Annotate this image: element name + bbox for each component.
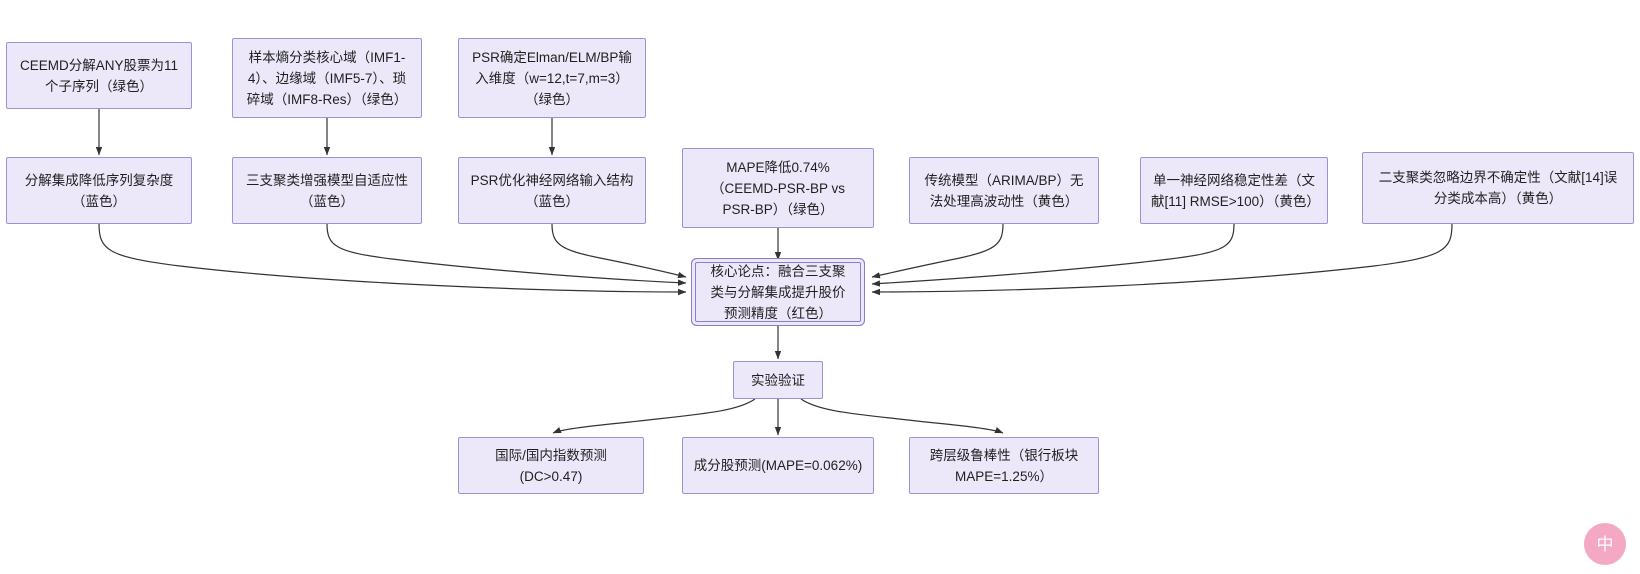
node-single-nn-instability-gap[interactable]: 单一神经网络稳定性差（文献[11] RMSE>100）（黄色） (1140, 157, 1328, 224)
edge-n12-n15 (800, 398, 1004, 434)
watermark-badge: 中 (1584, 523, 1626, 565)
node-result-constituent-stock-forecast[interactable]: 成分股预测(MAPE=0.062%) (682, 437, 874, 494)
node-psr-optimizes-nn-input[interactable]: PSR优化神经网络输入结构（蓝色） (458, 157, 646, 224)
node-label: 分解集成降低序列复杂度（蓝色） (24, 172, 174, 209)
node-experimental-validation[interactable]: 实验验证 (733, 361, 823, 399)
node-label: 核心论点：融合三支聚类与分解集成提升股价预测精度（红色） (710, 263, 846, 321)
node-mape-reduction-evidence[interactable]: MAPE降低0.74%（CEEMD-PSR-BP vs PSR-BP）（绿色） (682, 148, 874, 228)
node-label: 国际/国内指数预测(DC>0.47) (495, 447, 607, 484)
node-label: 跨层级鲁棒性（银行板块MAPE=1.25%） (929, 447, 1079, 484)
node-two-way-clustering-gap[interactable]: 二支聚类忽略边界不确定性（文献[14]误分类成本高）（黄色） (1362, 152, 1634, 224)
node-label: 单一神经网络稳定性差（文献[11] RMSE>100）（黄色） (1151, 172, 1320, 209)
node-label: 三支聚类增强模型自适应性（蓝色） (246, 172, 408, 209)
edge-n10-n11 (871, 223, 1453, 296)
node-label: 二支聚类忽略边界不确定性（文献[14]误分类成本高）（黄色） (1378, 170, 1618, 206)
edge-n5-n11 (326, 223, 687, 286)
node-psr-input-dimension[interactable]: PSR确定Elman/ELM/BP输入维度（w=12,t=7,m=3）（绿色） (458, 38, 646, 118)
edge-n9-n11 (871, 223, 1235, 287)
node-result-index-forecast[interactable]: 国际/国内指数预测(DC>0.47) (458, 437, 644, 494)
node-traditional-model-gap[interactable]: 传统模型（ARIMA/BP）无法处理高波动性（黄色） (909, 157, 1099, 224)
node-ceemd-decomposition[interactable]: CEEMD分解ANY股票为11个子序列（绿色） (6, 42, 192, 109)
node-label: 实验验证 (751, 372, 805, 388)
edge-n12-n13 (552, 398, 756, 434)
edge-n4-n11 (98, 223, 687, 296)
node-label: 传统模型（ARIMA/BP）无法处理高波动性（黄色） (924, 172, 1084, 209)
node-label: 样本熵分类核心域（IMF1-4）、边缘域（IMF5-7）、琐碎域（IMF8-Re… (246, 49, 408, 107)
node-result-cross-level-robustness[interactable]: 跨层级鲁棒性（银行板块MAPE=1.25%） (909, 437, 1099, 494)
node-label: 成分股预测(MAPE=0.062%) (693, 458, 863, 473)
node-three-way-clustering-adaptivity[interactable]: 三支聚类增强模型自适应性（蓝色） (232, 157, 422, 224)
node-label: PSR优化神经网络输入结构（蓝色） (470, 172, 634, 209)
node-decomposition-reduces-complexity[interactable]: 分解集成降低序列复杂度（蓝色） (6, 157, 192, 224)
edge-n6-n11 (551, 223, 687, 279)
node-label: MAPE降低0.74%（CEEMD-PSR-BP vs PSR-BP）（绿色） (710, 159, 846, 217)
node-core-claim[interactable]: 核心论点：融合三支聚类与分解集成提升股价预测精度（红色） (695, 262, 861, 322)
node-label: CEEMD分解ANY股票为11个子序列（绿色） (19, 57, 179, 94)
edge-n8-n11 (871, 223, 1004, 279)
node-sample-entropy-classification[interactable]: 样本熵分类核心域（IMF1-4）、边缘域（IMF5-7）、琐碎域（IMF8-Re… (232, 38, 422, 118)
watermark-glyph: 中 (1596, 534, 1614, 555)
node-label: PSR确定Elman/ELM/BP输入维度（w=12,t=7,m=3）（绿色） (472, 49, 632, 107)
